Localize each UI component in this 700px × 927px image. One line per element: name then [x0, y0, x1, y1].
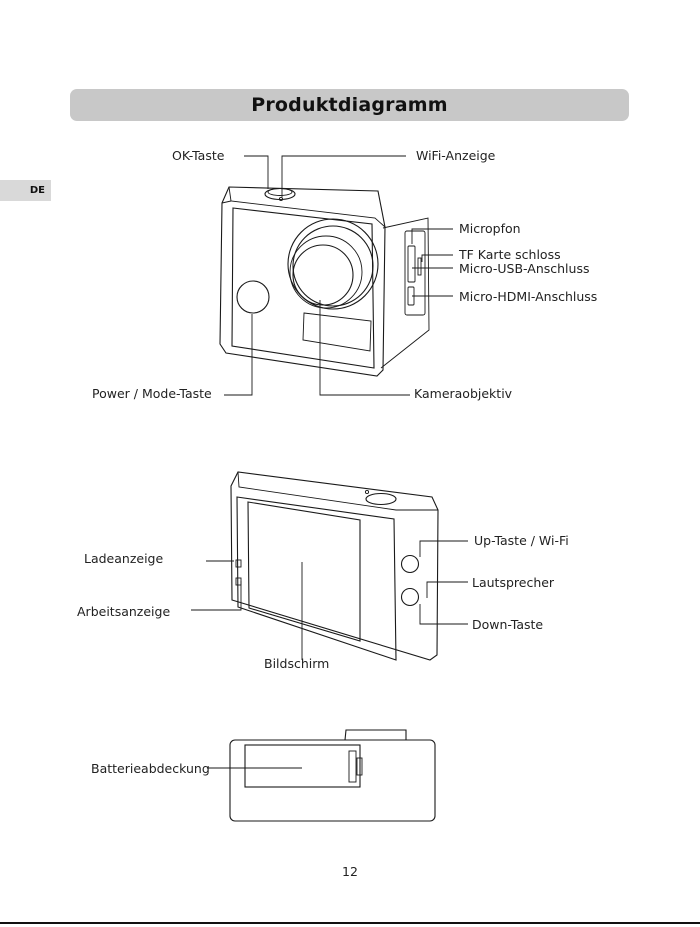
- label-microphone: Micropfon: [459, 223, 521, 236]
- lens-shape: [288, 219, 378, 309]
- front-label-plate: [303, 313, 371, 351]
- charge-indicator-led: [236, 560, 241, 567]
- label-work-indicator: Arbeitsanzeige: [77, 606, 170, 619]
- label-speaker: Lautsprecher: [472, 577, 554, 590]
- camera-bottom-drawing: [230, 730, 435, 821]
- camera-back-drawing: [231, 472, 438, 660]
- label-screen: Bildschirm: [264, 658, 329, 671]
- battery-latch: [349, 751, 356, 782]
- label-battery-cover: Batterieabdeckung: [91, 763, 210, 776]
- label-charge-indicator: Ladeanzeige: [84, 553, 163, 566]
- bottom-rule: [0, 922, 700, 924]
- battery-shape: [245, 745, 360, 787]
- up-button-shape: [402, 556, 419, 573]
- label-micro-hdmi: Micro-HDMI-Anschluss: [459, 291, 597, 304]
- label-down-button: Down-Taste: [472, 619, 543, 632]
- label-wifi-indicator: WiFi-Anzeige: [416, 150, 495, 163]
- label-up-button: Up-Taste / Wi-Fi: [474, 535, 569, 548]
- label-micro-usb: Micro-USB-Anschluss: [459, 263, 589, 276]
- label-tf-card-slot: TF Karte schloss: [459, 249, 561, 262]
- label-ok-button: OK-Taste: [172, 150, 224, 163]
- label-lens: Kameraobjektiv: [414, 388, 512, 401]
- label-power-mode-button: Power / Mode-Taste: [92, 388, 212, 401]
- down-button-shape: [402, 589, 419, 606]
- screen-shape: [248, 502, 360, 641]
- work-indicator-led: [236, 578, 241, 585]
- page-number: 12: [335, 864, 365, 879]
- power-button-shape: [237, 281, 269, 313]
- front-leader-lines: [224, 156, 453, 395]
